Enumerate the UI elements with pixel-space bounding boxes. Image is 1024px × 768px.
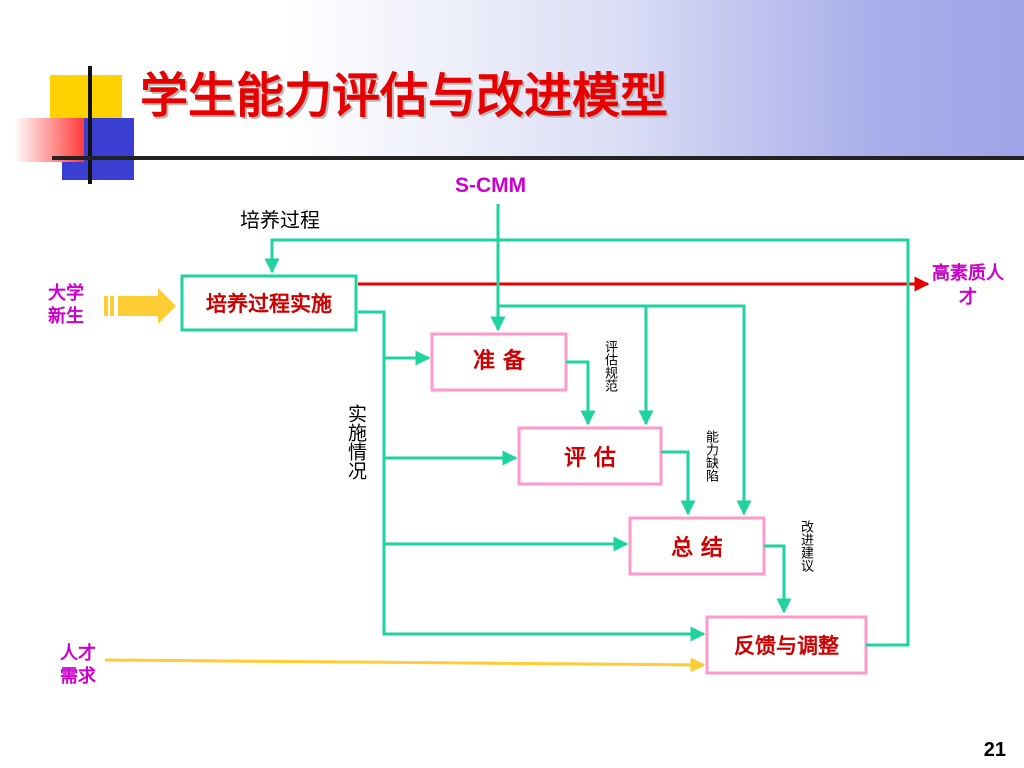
header-gradient-band bbox=[0, 0, 1024, 158]
summary-box bbox=[628, 516, 766, 576]
page-number: 21 bbox=[983, 739, 1006, 761]
talent-demand-label: 人才需求 bbox=[60, 643, 96, 687]
scmm-to-summary-line bbox=[498, 304, 752, 516]
implementation-status-label: 实施情况 bbox=[345, 404, 367, 480]
freshman-input-arrow bbox=[104, 288, 176, 324]
decorative-horizontal-line bbox=[52, 156, 1024, 160]
scmm-label: S-CMM bbox=[455, 174, 527, 197]
prepare-to-evaluate-line bbox=[566, 360, 596, 426]
evaluate-box-label: 评 估 bbox=[564, 446, 616, 471]
prepare-box-label: 准 备 bbox=[473, 349, 525, 374]
feedback-box-label: 反馈与调整 bbox=[734, 634, 839, 658]
summary-to-feedback-line bbox=[764, 544, 792, 614]
ability-gap-label: 能力缺陷 bbox=[703, 430, 718, 482]
implementation-status-bus bbox=[358, 310, 706, 642]
eval-spec-label: 评估规范 bbox=[602, 340, 617, 392]
slide-title: 学生能力评估与改进模型 bbox=[140, 68, 669, 124]
feedback-loop-line bbox=[264, 238, 910, 647]
freshman-label: 大学新生 bbox=[48, 283, 84, 327]
implementation-box bbox=[180, 274, 358, 332]
decorative-vertical-line bbox=[88, 66, 92, 184]
evaluate-to-summary-line bbox=[661, 450, 696, 516]
evaluate-box bbox=[517, 426, 663, 486]
prepare-box bbox=[430, 332, 568, 392]
decorative-red-gradient-bar bbox=[14, 118, 84, 162]
output-label: 高素质人才 bbox=[932, 263, 1004, 308]
implementation-box-label: 培养过程实施 bbox=[206, 292, 332, 316]
demand-arrow bbox=[104, 657, 706, 673]
summary-box-label: 总 结 bbox=[671, 536, 723, 561]
improve-advice-label: 改进建议 bbox=[798, 520, 813, 572]
loop-label: 培养过程 bbox=[240, 208, 320, 232]
